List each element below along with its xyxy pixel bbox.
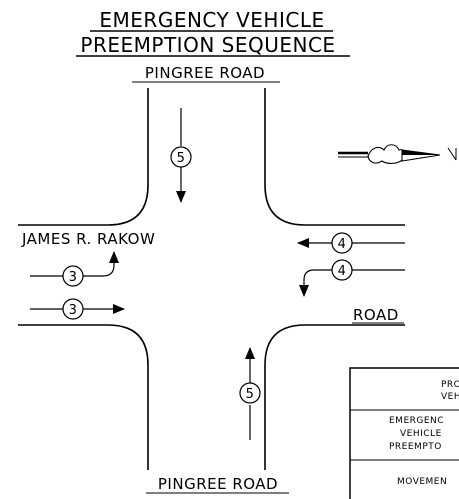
road-label-east: ROAD	[353, 306, 399, 324]
road-label-south: PINGREE ROAD	[158, 475, 278, 493]
movement-5-southbound-label: 5	[177, 151, 186, 166]
title-line-1: EMERGENCY VEHICLE	[99, 8, 324, 32]
table-row2-line2: VEHICLE	[400, 429, 442, 439]
curb-southwest	[18, 324, 149, 470]
table-row1-line1: PRO	[441, 380, 459, 390]
road-label-north: PINGREE ROAD	[145, 64, 265, 82]
movement-4-through-label: 4	[338, 237, 347, 252]
movement-3-left-arrow	[83, 251, 119, 277]
movement-3-left-label: 3	[69, 270, 78, 285]
curb-northeast	[264, 88, 405, 226]
movement-5-northbound-label: 5	[246, 387, 255, 402]
north-arrow-icon	[338, 144, 457, 164]
table-row3-line1: MOVEMEN	[397, 477, 447, 487]
legend-table	[349, 367, 459, 499]
table-row1-line2: VEH	[441, 392, 459, 402]
curb-southeast	[264, 324, 405, 470]
title-line-2: PREEMPTION SEQUENCE	[80, 33, 335, 57]
table-row2-line3: PREEMPTO	[389, 442, 442, 452]
movement-3-through-label: 3	[69, 303, 78, 318]
movement-4-left-label: 4	[338, 264, 347, 279]
curb-northwest	[18, 88, 149, 226]
movement-4-left-arrow	[299, 269, 332, 297]
table-row2-line1: EMERGENC	[389, 416, 444, 426]
road-label-west: JAMES R. RAKOW	[21, 230, 155, 248]
